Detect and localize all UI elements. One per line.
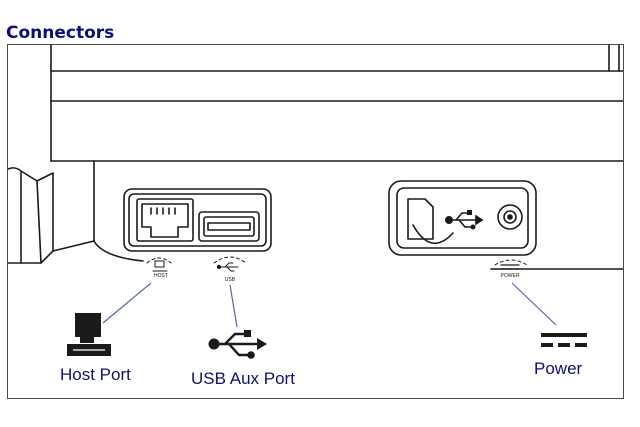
- power-module: [388, 180, 537, 256]
- sd-card-icon: [407, 198, 434, 240]
- connectors-diagram-frame: HOST USB POWER: [7, 44, 624, 399]
- page-title: Connectors: [6, 23, 115, 43]
- dc-power-icon: [541, 333, 587, 347]
- host-marking: HOST: [154, 273, 168, 279]
- power-label: Power: [534, 359, 583, 378]
- usb-icon: [444, 210, 484, 230]
- host-port-label: Host Port: [60, 365, 131, 384]
- port-panel: [123, 188, 272, 252]
- side-flap: [8, 167, 95, 264]
- power-marking: POWER: [501, 273, 520, 279]
- usb-port-icon: [198, 211, 260, 242]
- printer-housing: [50, 45, 623, 270]
- ethernet-port-icon: [136, 198, 194, 242]
- usb-icon: [208, 330, 267, 359]
- usb-port-marking: [216, 262, 239, 272]
- usb-marking: USB: [225, 277, 236, 283]
- dc-jack-icon: [497, 204, 523, 230]
- leader-lines: [102, 282, 557, 328]
- computer-icon: [67, 313, 111, 356]
- usb-aux-port-label: USB Aux Port: [191, 369, 295, 388]
- connectors-diagram: HOST USB POWER: [8, 45, 623, 359]
